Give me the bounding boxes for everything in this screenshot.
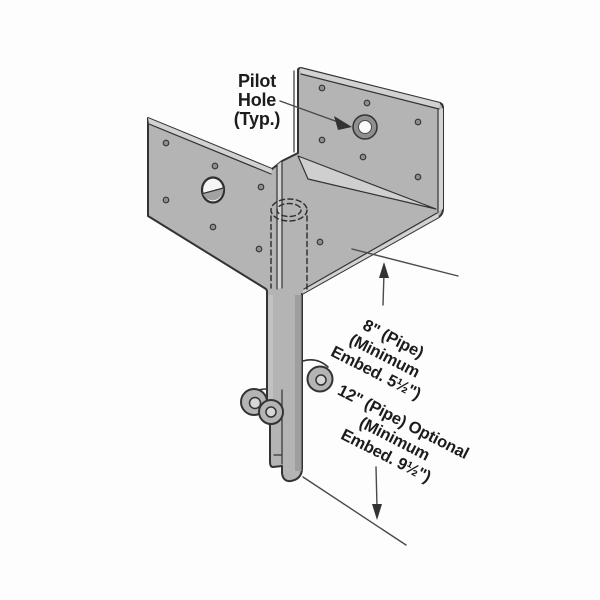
right-plate-right-edge-face (438, 108, 443, 212)
pilot-hole-small (211, 162, 219, 170)
right-plate-large-hole (358, 120, 372, 134)
right-plate-holes (316, 84, 422, 246)
upper-extension-line (351, 248, 459, 277)
lower-extension-line (302, 476, 407, 546)
pilot-hole-callout: Pilot Hole (Typ.) (234, 71, 352, 130)
left-plate-back-edge-face (277, 161, 282, 289)
pilot-hole-label-line1: Pilot (238, 71, 276, 91)
pipe-left-highlight (268, 295, 273, 415)
prong-right-curl-hole (315, 374, 327, 386)
pilot-hole-small (257, 183, 265, 191)
lower-dimension-shaft (375, 466, 378, 508)
left-plate-top-edge-face (148, 118, 272, 174)
right-plate-top-edge-face (300, 68, 440, 109)
left-plate-top-edge-inner-line (148, 123, 272, 175)
pilot-hole-small (162, 196, 170, 204)
prong-left-front-curl-hole (265, 406, 277, 418)
pilot-hole-label-line3: (Typ.) (234, 109, 281, 129)
upper-dimension-shaft (382, 272, 385, 306)
pilot-hole-small (318, 84, 326, 92)
pilot-hole-leader-arrowhead (334, 116, 352, 130)
seat-bend-wedge (297, 155, 437, 210)
bracket-silhouette (147, 67, 444, 483)
left-plate-large-hole-chord (202, 187, 225, 195)
pilot-hole-small (316, 238, 324, 246)
prong-right (302, 359, 334, 393)
prong-left (240, 388, 284, 425)
lower-dimension-arrowhead-down (372, 504, 382, 520)
pipe-top-rim-inner-hidden (276, 202, 302, 218)
pilot-hole-small (318, 136, 326, 144)
dim-12-text-block: 12" (Pipe) Optional (Minimum Embed. 9½") (335, 381, 472, 486)
prong-right-tab-curve (302, 359, 329, 368)
pilot-hole-small (255, 245, 263, 253)
pilot-hole-small (363, 99, 371, 107)
pilot-hole-small (359, 153, 367, 161)
pilot-hole-small (209, 223, 217, 231)
right-plate-top-edge-inner-line (300, 73, 440, 110)
pilot-hole-small (414, 173, 422, 181)
pilot-hole-small (162, 139, 170, 147)
dimension-8in: 8" (Pipe) (Minimum Embed. 5½") (328, 248, 459, 403)
left-plate-large-hole-far-wall (202, 188, 224, 201)
right-plate-bottom-edge-inner-line (303, 212, 438, 290)
upper-dimension-arrowhead-up (379, 262, 389, 278)
pilot-hole-leader-line (279, 100, 339, 123)
pipe-right-shading (295, 295, 302, 471)
prong-left-back-curl-hole (248, 396, 262, 410)
pipe-top-rim-outer-hidden (270, 198, 308, 222)
pipe (268, 198, 308, 471)
left-plate-holes (162, 139, 265, 253)
pilot-hole-small (414, 118, 422, 126)
pilot-hole-label-line2: Hole (238, 90, 276, 110)
dimension-12in: 12" (Pipe) Optional (Minimum Embed. 9½") (302, 381, 472, 546)
